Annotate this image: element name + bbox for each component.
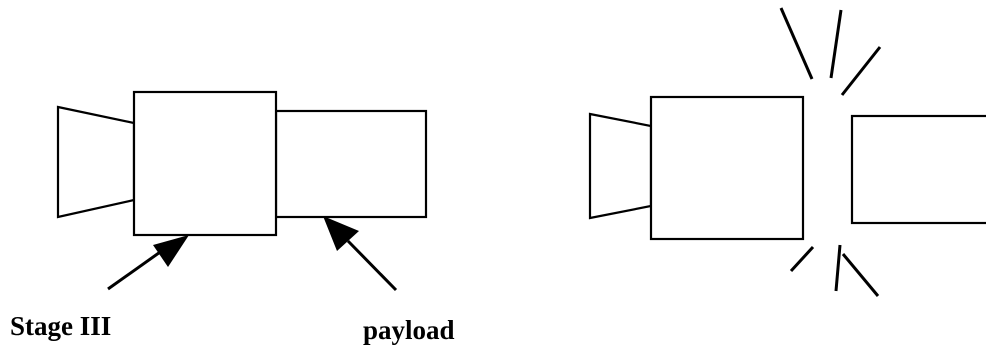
payload-label: payload [363, 315, 455, 345]
stage-arrow-shaft [107, 248, 164, 291]
stage-arrowhead [153, 235, 189, 267]
stage-nozzle [56, 105, 136, 219]
payload-arrow-shaft [346, 239, 398, 292]
separated-configuration [588, 7, 986, 297]
payload-body-separated [850, 114, 986, 225]
stage-body-separated [649, 95, 805, 241]
separation-burst-lines [779, 7, 882, 297]
stage-label: Stage III [10, 311, 112, 341]
payload-arrowhead [323, 216, 359, 251]
payload-body [274, 109, 428, 219]
stage-body [132, 90, 278, 237]
attached-configuration [56, 90, 428, 292]
stage-nozzle-separated [588, 112, 653, 220]
